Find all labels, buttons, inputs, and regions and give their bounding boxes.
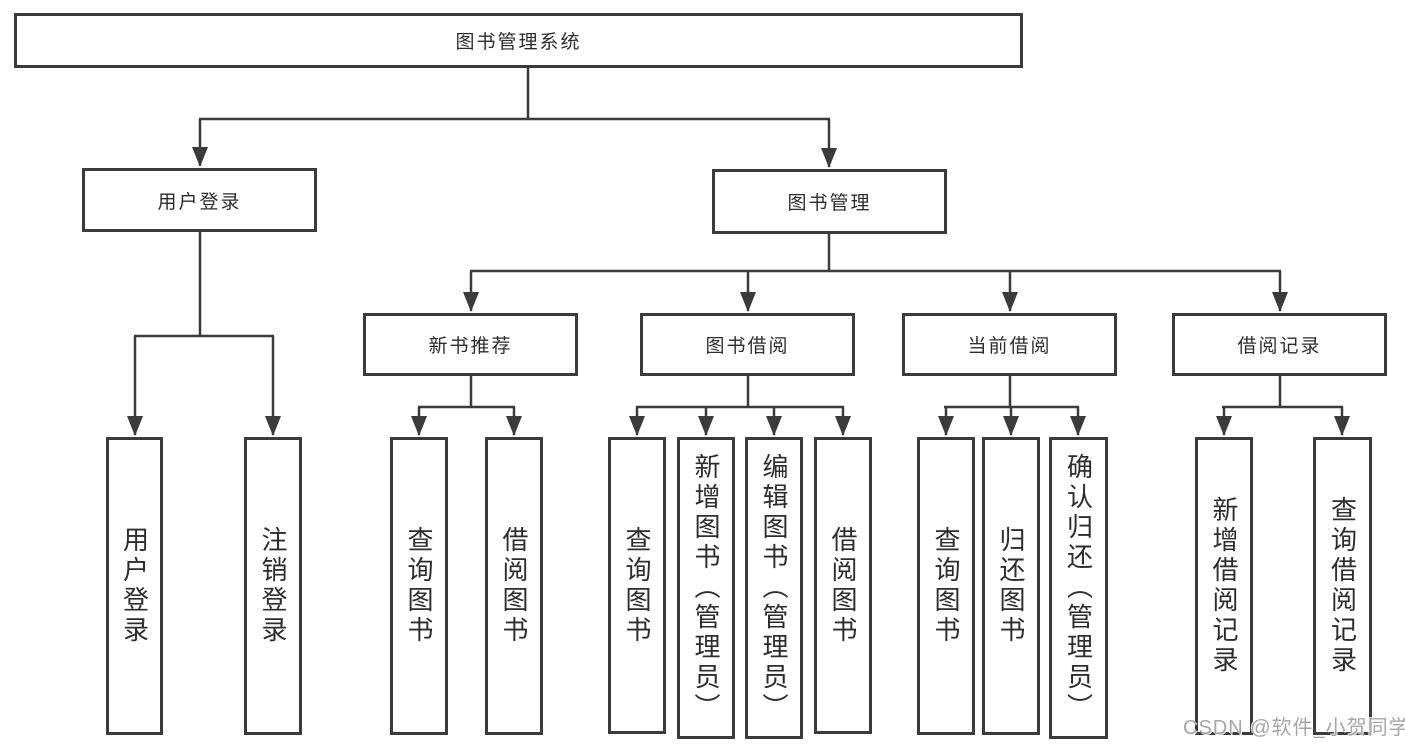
- node-leaf-add-borrow-record: 新增借阅记录: [1195, 437, 1253, 735]
- connector-book-management: [463, 234, 1288, 312]
- node-new-book-recommend: 新书推荐: [363, 313, 578, 376]
- node-label: 借阅图书: [499, 526, 530, 646]
- csdn-watermark: CSDN @软件_小贺同学: [1183, 717, 1405, 739]
- node-leaf-return-books: 归还图书: [982, 437, 1040, 735]
- node-label: 用户登录: [157, 191, 242, 213]
- node-label: 用户登录: [119, 526, 150, 646]
- node-leaf-add-books-admin: 新增图书（管理员）: [677, 437, 735, 739]
- node-label: 确认归还（管理员）: [1063, 453, 1094, 723]
- node-label: 查询图书: [931, 526, 962, 646]
- node-leaf-query-books-3: 查询图书: [917, 437, 975, 735]
- node-label: 新增图书（管理员）: [691, 453, 722, 723]
- node-borrow-records: 借阅记录: [1172, 313, 1387, 376]
- node-label: 查询借阅记录: [1327, 496, 1358, 676]
- connector-book-borrow: [629, 376, 851, 436]
- node-current-borrow: 当前借阅: [902, 313, 1117, 376]
- node-leaf-user-login: 用户登录: [106, 437, 163, 735]
- node-leaf-confirm-return-admin: 确认归还（管理员）: [1049, 437, 1108, 739]
- node-label: 借阅图书: [828, 525, 859, 646]
- node-leaf-query-books-1: 查询图书: [390, 437, 448, 735]
- connector-user-login: [127, 232, 281, 436]
- node-label: 图书借阅: [705, 336, 790, 357]
- node-label: 查询图书: [622, 525, 653, 646]
- node-label: 新书推荐: [428, 336, 513, 357]
- node-library-management-system: 图书管理系统: [14, 13, 1023, 68]
- node-label: 图书管理: [787, 193, 872, 214]
- node-label: 借阅记录: [1237, 336, 1322, 357]
- node-leaf-edit-books-admin: 编辑图书（管理员）: [745, 437, 803, 739]
- node-leaf-borrow-books-1: 借阅图书: [485, 437, 543, 735]
- node-label: 当前借阅: [967, 336, 1052, 357]
- node-label: 新增借阅记录: [1209, 496, 1240, 676]
- node-leaf-query-books-2: 查询图书: [608, 437, 666, 734]
- connector-new-book: [411, 376, 522, 436]
- node-label: 归还图书: [996, 526, 1027, 646]
- node-label: 编辑图书（管理员）: [759, 453, 790, 723]
- connector-borrow-records: [1216, 376, 1350, 436]
- node-label: 注销登录: [258, 526, 289, 646]
- node-label: 查询图书: [404, 526, 435, 646]
- node-label: 图书管理系统: [455, 32, 582, 53]
- connector-root: [192, 68, 837, 168]
- node-leaf-query-borrow-record: 查询借阅记录: [1313, 437, 1372, 735]
- node-leaf-borrow-books-2: 借阅图书: [814, 437, 872, 734]
- node-book-borrow: 图书借阅: [640, 313, 855, 376]
- node-user-login: 用户登录: [82, 168, 317, 232]
- node-leaf-logout: 注销登录: [244, 437, 302, 735]
- node-book-management: 图书管理: [712, 169, 947, 234]
- connector-current-borrow: [938, 376, 1086, 436]
